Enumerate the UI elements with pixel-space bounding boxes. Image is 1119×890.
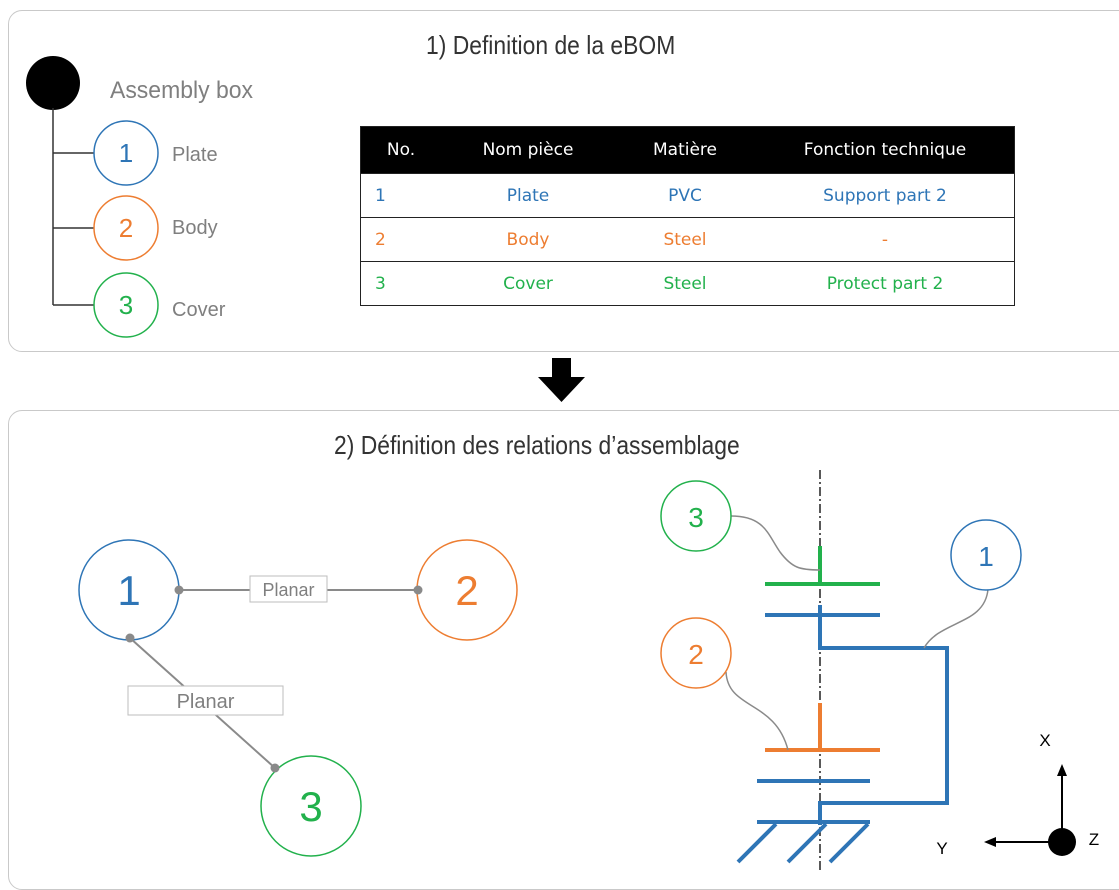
- cell-material: PVC: [614, 173, 756, 218]
- col-header-material: Matière: [614, 126, 756, 174]
- relation-label-1-3: Planar: [177, 691, 235, 713]
- z-axis-out-of-plane-icon: [1048, 828, 1076, 856]
- cell-no: 3: [360, 261, 442, 306]
- cell-function: Support part 2: [756, 173, 1015, 218]
- part-3-cover-shape: [765, 546, 880, 586]
- down-arrow-icon: [538, 358, 585, 402]
- col-header-name: Nom pièce: [442, 126, 614, 174]
- y-axis-arrowhead-icon: [984, 837, 996, 847]
- schematic-callout-2: [660, 617, 732, 689]
- edge-endpoint: [174, 585, 184, 595]
- cell-material: Steel: [614, 217, 756, 262]
- schematic-callout-3-number: 3: [688, 502, 704, 533]
- relation-label-box: [249, 575, 328, 603]
- tree-node-2-number: 2: [119, 213, 133, 243]
- cell-function: Protect part 2: [756, 261, 1015, 306]
- cell-function: -: [756, 217, 1015, 262]
- relation-label-box: [127, 685, 284, 716]
- relation-graph: 1 2 3 Planar Planar: [78, 539, 518, 857]
- leader-line-3: [730, 515, 821, 571]
- cell-name: Body: [442, 217, 614, 262]
- axis-label-z: Z: [1089, 830, 1099, 849]
- tree-node-1-number: 1: [119, 138, 133, 168]
- assembly-root-node: [26, 56, 80, 110]
- tree-node-1-label: Plate: [172, 144, 218, 166]
- edge-endpoint: [125, 633, 135, 643]
- table-row: 2 Body Steel -: [360, 217, 1015, 262]
- assembly-root-label: Assembly box: [110, 77, 253, 104]
- schematic-callout-3: [660, 480, 732, 552]
- ebom-tree: Assembly box 1 Plate 2 Body 3 Cover: [26, 56, 253, 338]
- tree-node-3: [93, 272, 159, 338]
- ebom-table: No. Nom pièce Matière Fonction technique…: [360, 126, 1015, 306]
- tree-node-3-label: Cover: [172, 299, 226, 321]
- graph-node-2-number: 2: [455, 567, 478, 614]
- cell-name: Plate: [442, 173, 614, 218]
- schematic-callout-1: [950, 519, 1022, 591]
- edge-endpoint: [270, 763, 280, 773]
- tree-node-3-number: 3: [119, 290, 133, 320]
- col-header-function: Fonction technique: [756, 126, 1015, 174]
- leader-line-2: [725, 671, 789, 751]
- x-axis-arrowhead-icon: [1057, 764, 1067, 776]
- cell-name: Cover: [442, 261, 614, 306]
- ebom-title: 1) Definition de la eBOM: [426, 30, 676, 60]
- graph-node-3: [260, 755, 362, 857]
- part-2-body-shape: [765, 703, 880, 752]
- tree-node-1: [93, 120, 159, 186]
- cell-no: 2: [360, 217, 442, 262]
- tree-node-2: [93, 195, 159, 261]
- table-row: 3 Cover Steel Protect part 2: [360, 261, 1015, 306]
- graph-node-1-number: 1: [117, 567, 140, 614]
- cell-no: 1: [360, 173, 442, 218]
- col-header-no: No.: [360, 126, 442, 174]
- table-row: 1 Plate PVC Support part 2: [360, 173, 1015, 218]
- leader-line-1: [923, 588, 989, 649]
- tree-node-2-label: Body: [172, 217, 218, 239]
- axis-label-x: X: [1039, 731, 1050, 750]
- table-header-row: No. Nom pièce Matière Fonction technique: [360, 126, 1015, 174]
- schematic-callout-1-number: 1: [978, 541, 994, 572]
- relations-title: 2) Définition des relations d’assemblage: [334, 430, 740, 460]
- schematic-callout-2-number: 2: [688, 639, 704, 670]
- axis-label-y: Y: [936, 839, 947, 858]
- part-1-plate-shape: [736, 605, 949, 864]
- cell-material: Steel: [614, 261, 756, 306]
- assembly-schematic: 3 1 2 X Y Z: [660, 470, 1099, 872]
- graph-node-3-number: 3: [299, 783, 322, 830]
- coordinate-axes: X Y Z: [936, 731, 1099, 858]
- relation-label-1-2: Planar: [262, 580, 314, 600]
- flow-arrow: [538, 358, 585, 402]
- edge-endpoint: [413, 585, 423, 595]
